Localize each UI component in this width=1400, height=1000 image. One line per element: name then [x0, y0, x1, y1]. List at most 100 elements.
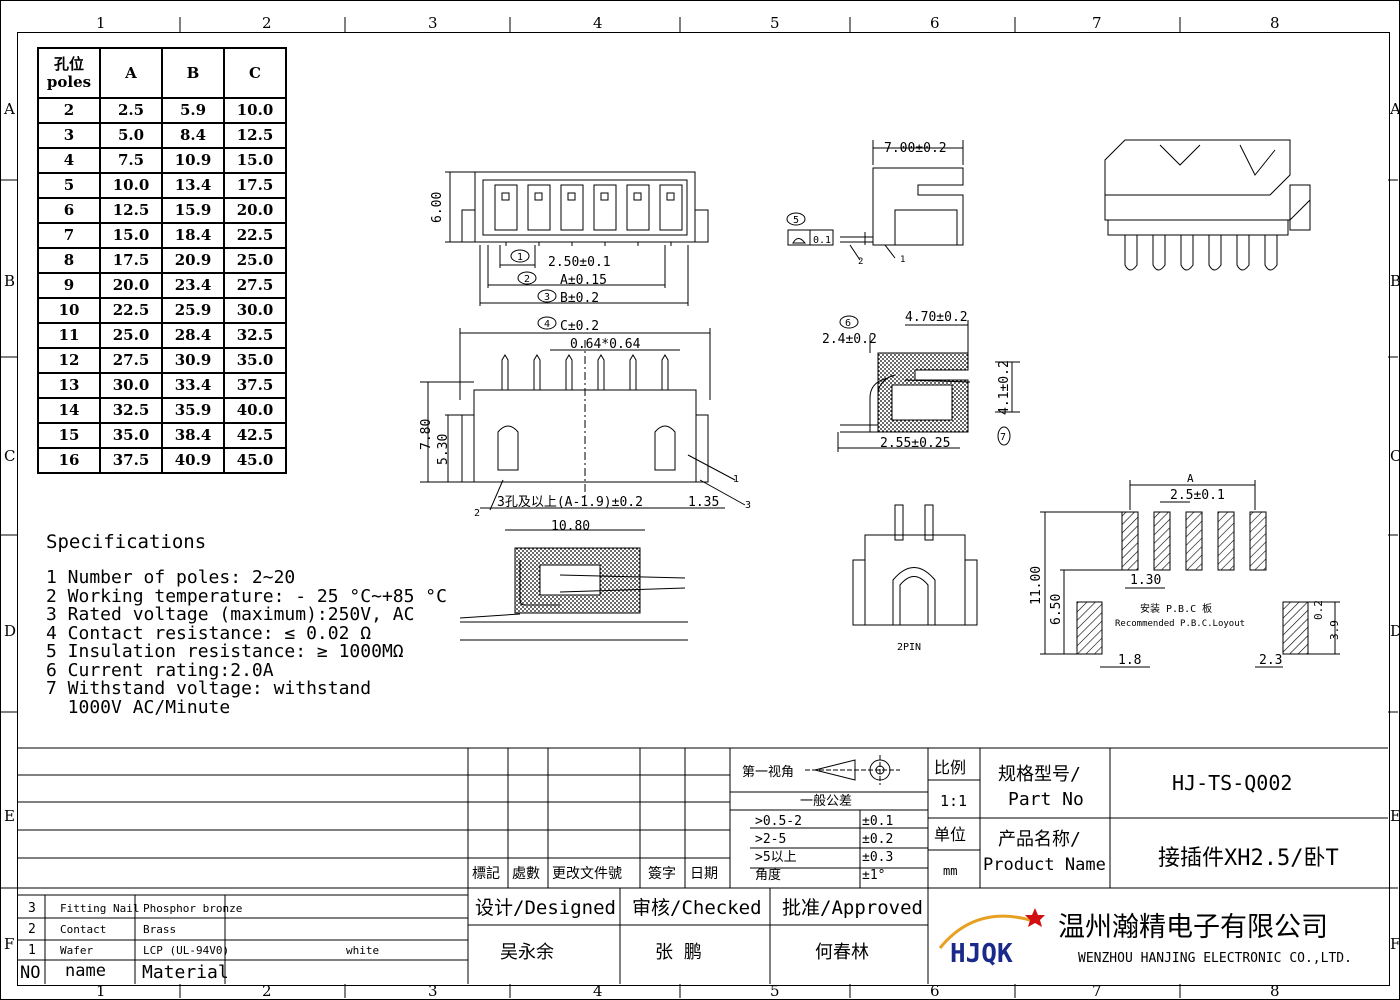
bom-no: 2 [28, 922, 36, 937]
bom-no: 1 [28, 943, 36, 958]
isometric-view [1104, 139, 1311, 271]
pole-table-cell: 15.0 [223, 147, 287, 174]
spec-item: 1 Number of poles: 2~20 [46, 567, 296, 588]
pole-table-cell: 40.0 [223, 397, 287, 424]
pcb-dim-2-5: 2.5±0.1 [1170, 488, 1225, 503]
zone-row-right-B: B [1390, 272, 1400, 290]
bom-note: white [346, 944, 379, 957]
part-no-label-cn: 规格型号/ [998, 764, 1081, 785]
pcb-pad [1217, 511, 1235, 571]
tolerance-value: ±0.3 [862, 850, 893, 865]
zone-row-right-D: D [1390, 622, 1400, 640]
logo-swoosh [938, 914, 1031, 949]
logo-star-icon [1025, 908, 1045, 927]
iso-pin [1264, 235, 1278, 271]
zone-col-top-7: 7 [1092, 14, 1102, 32]
zone-row-left-C: C [4, 447, 16, 465]
unit-label: 单位 [934, 825, 966, 844]
pole-table-cell: 20.9 [161, 247, 225, 274]
callout-6: 6 [845, 318, 851, 329]
spec-item: 2 Working temperature: - 25 °C~+85 °C [46, 585, 447, 607]
pole-table-cell: 17.5 [99, 247, 163, 274]
callout-5: 5 [793, 215, 799, 226]
zone-col-bottom-2: 2 [262, 982, 272, 1000]
pin-cavity [659, 184, 683, 231]
pcb-pad [1185, 511, 1203, 571]
zone-row-left-A: A [4, 100, 15, 118]
iso-pin [1152, 235, 1166, 271]
dim-a: A±0.15 [560, 273, 607, 288]
pole-table-cell: 3 [37, 122, 101, 149]
pole-table-cell: 15.0 [99, 222, 163, 249]
pole-table-cell: 25.0 [99, 322, 163, 349]
zone-row-right-E: E [1390, 807, 1400, 825]
unit-value: mm [943, 864, 957, 878]
dim-10-80: 10.80 [551, 519, 590, 534]
pole-table-cell: 8 [37, 247, 101, 274]
contact-pin [661, 354, 669, 390]
revision-header: 處數 [512, 866, 540, 882]
pole-table-cell: 38.4 [161, 422, 225, 449]
dim-2-55: 2.55±0.25 [880, 436, 950, 451]
zone-col-bottom-5: 5 [770, 982, 780, 1000]
pin-cavity [494, 184, 518, 231]
leader-1: 1 [733, 474, 739, 485]
pole-table-cell: 22.5 [223, 222, 287, 249]
leader-3: 3 [745, 500, 751, 511]
pcb-dim-a: A [1187, 472, 1194, 485]
specifications-title: Specifications [46, 531, 207, 553]
pole-table-cell: 32.5 [99, 397, 163, 424]
pole-table-cell: 5.9 [161, 97, 225, 124]
bom-header-no: NO [20, 963, 40, 983]
zone-col-bottom-8: 8 [1270, 982, 1280, 1000]
pole-table-cell: 18.4 [161, 222, 225, 249]
iso-pin [1180, 235, 1194, 271]
inner-border [17, 32, 1390, 986]
iso-pin [1236, 235, 1250, 271]
bom-material: Phosphor bronze [143, 902, 242, 915]
checked-label: 审核/Checked [632, 897, 762, 919]
zone-row-left-B: B [4, 272, 16, 290]
scale-value: 1:1 [940, 792, 967, 810]
bom-material: Brass [143, 923, 176, 936]
pole-table-cell: 4 [37, 147, 101, 174]
spec-item: 1000V AC/Minute [46, 696, 231, 718]
side-view-middle [837, 315, 1020, 452]
pole-table-cell: 33.4 [161, 372, 225, 399]
pole-table-cell: 30.0 [99, 372, 163, 399]
bom-no: 3 [28, 901, 36, 916]
pole-table-cell: 22.5 [99, 297, 163, 324]
dim-c: C±0.2 [560, 319, 599, 334]
pole-table-cell: 16 [37, 447, 101, 474]
callout-7: 7 [1000, 432, 1006, 443]
pin-cavity [527, 184, 551, 231]
pole-table-cell: 42.5 [223, 422, 287, 449]
side-leader-2: 2 [858, 257, 863, 267]
c-header-cell: C [223, 47, 287, 99]
pole-table-cell: 35.0 [99, 422, 163, 449]
pole-table-cell: 45.0 [223, 447, 287, 474]
pole-table-cell: 27.5 [223, 272, 287, 299]
zone-col-top-5: 5 [770, 14, 780, 32]
b-header-cell: B [161, 47, 225, 99]
pcb-dim-11: 11.00 [1029, 566, 1044, 605]
dim-4-70: 4.70±0.2 [905, 310, 968, 325]
part-no-label-en: Part No [1008, 789, 1084, 810]
zone-col-top-2: 2 [262, 14, 272, 32]
bom-name: Wafer [60, 944, 93, 957]
tolerance-range: >5以上 [755, 850, 797, 865]
contact-pin [597, 354, 605, 390]
pole-table-cell: 17.5 [223, 172, 287, 199]
label-2pin: 2PIN [897, 642, 921, 653]
pole-table-cell: 40.9 [161, 447, 225, 474]
pole-table-cell: 15.9 [161, 197, 225, 224]
pcb-dim-1-30: 1.30 [1130, 573, 1161, 588]
pin-square [666, 192, 675, 201]
leader-2: 2 [474, 508, 480, 519]
